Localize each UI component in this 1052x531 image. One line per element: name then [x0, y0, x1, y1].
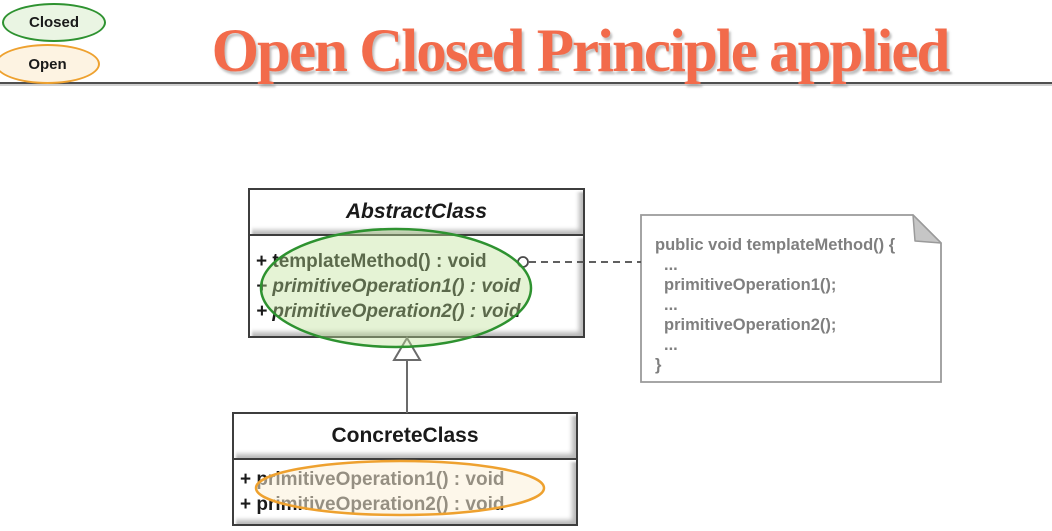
note-code: public void templateMethod() { ... primi…: [655, 235, 930, 375]
page-title: Open Closed Principle applied: [211, 18, 951, 85]
abstract-class-methods: + templateMethod() : void + primitiveOpe…: [250, 236, 583, 336]
concrete-class-method-primitiveOperation2: + primitiveOperation2() : void: [240, 494, 505, 515]
concrete-class-name: ConcreteClass: [234, 414, 576, 460]
concrete-class-methods: + primitiveOperation1() : void + primiti…: [234, 460, 576, 524]
legend-open-label: Open: [28, 55, 67, 73]
legend-closed-ellipse: Closed: [2, 3, 106, 42]
note-code-line: ...: [664, 336, 678, 354]
note-code-line: ...: [664, 256, 678, 274]
concrete-class-method-primitiveOperation1: + primitiveOperation1() : void: [240, 469, 505, 490]
note-code-line: }: [655, 356, 662, 374]
abstract-class-method-primitiveOperation1: + primitiveOperation1() : void: [256, 275, 521, 297]
abstract-class-method-primitiveOperation2: + primitiveOperation2() : void: [256, 300, 521, 322]
note-code-line: public void templateMethod() {: [655, 236, 896, 254]
note-code-line: primitiveOperation2();: [664, 316, 837, 334]
abstract-class-name: AbstractClass: [250, 190, 583, 236]
legend-open-ellipse: Open: [0, 44, 100, 84]
abstract-class-method-templateMethod: + templateMethod() : void: [256, 250, 487, 272]
title-underline: [0, 82, 1052, 84]
concrete-class-box: ConcreteClass + primitiveOperation1() : …: [232, 412, 578, 526]
note-code-line: ...: [664, 296, 678, 314]
generalization-triangle-icon: [392, 336, 422, 361]
legend-closed-label: Closed: [28, 14, 79, 31]
note-code-line: primitiveOperation1();: [664, 276, 837, 294]
abstract-class-box: AbstractClass + templateMethod() : void …: [248, 188, 585, 338]
